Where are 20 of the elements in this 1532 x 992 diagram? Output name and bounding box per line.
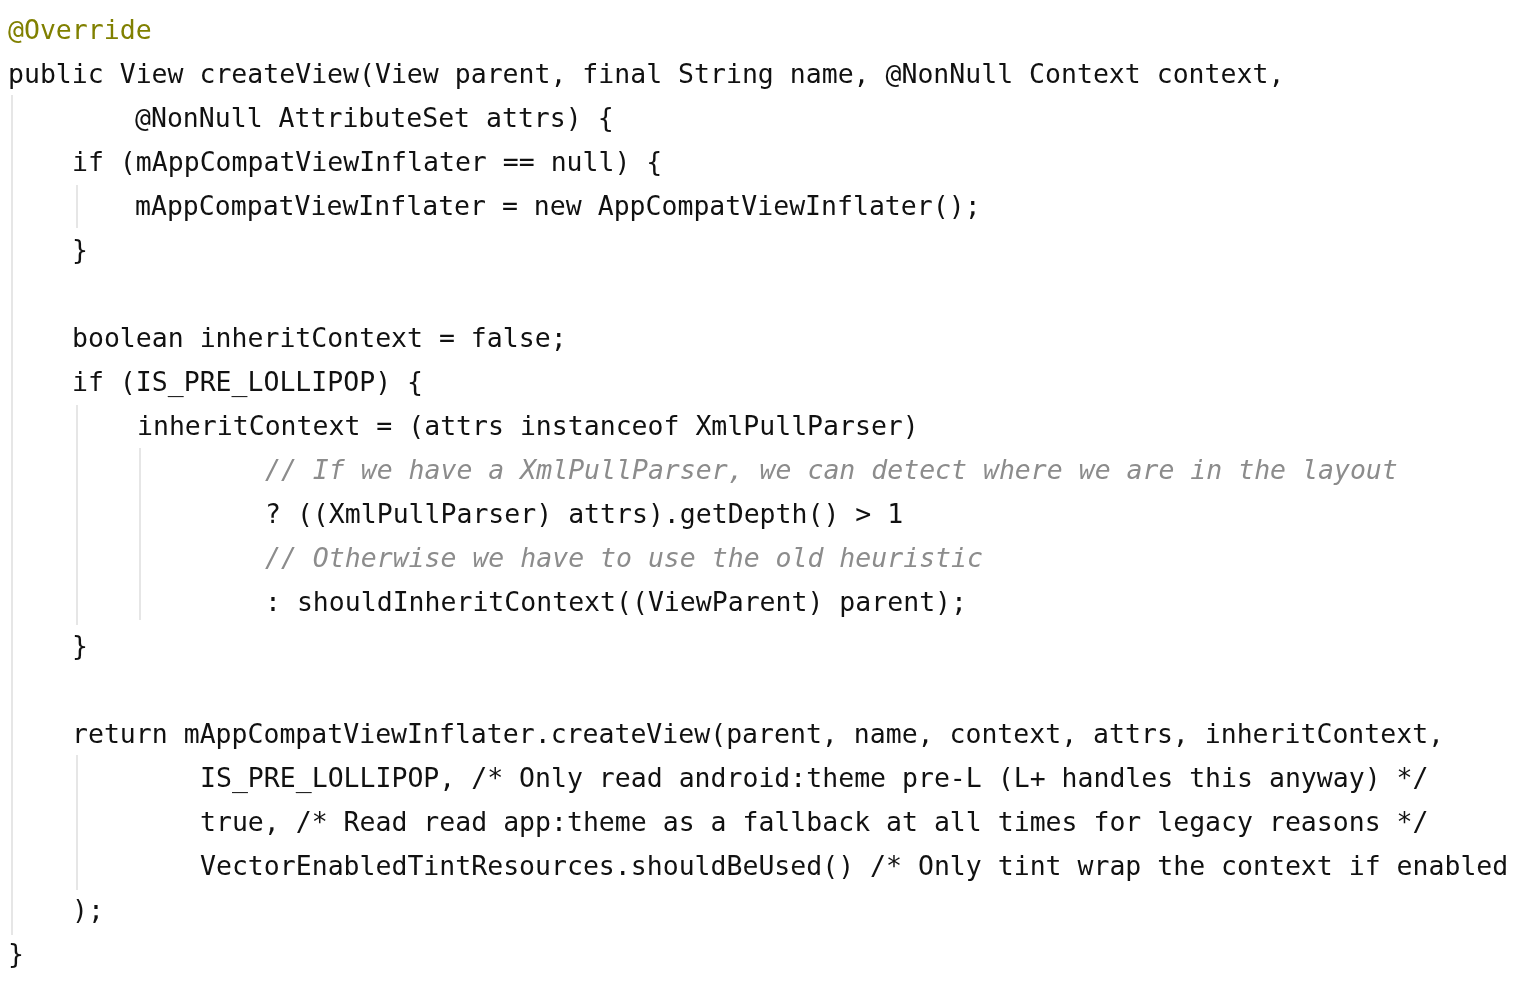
code-line: } (72, 233, 88, 267)
code-line: : shouldInheritContext((ViewParent) parent); (265, 585, 967, 619)
code-line: } (72, 629, 88, 663)
code-line: if (IS_PRE_LOLLIPOP) { (72, 365, 423, 399)
code-line: ? ((XmlPullParser) attrs).getDepth() > 1 (265, 497, 904, 531)
code-line: true, /* Read read app:theme as a fallback at all times for legacy reasons */ (200, 805, 1429, 839)
code-line: VectorEnabledTintResources.shouldBeUsed() /* Only tint wrap the context if enabled (200, 849, 1509, 883)
code-line: @NonNull AttributeSet attrs) { (135, 101, 614, 135)
code-line: IS_PRE_LOLLIPOP, /* Only read android:theme pre-L (L+ handles this anyway) */ (200, 761, 1429, 795)
code-comment: // Otherwise we have to use the old heuristic (265, 541, 983, 575)
code-line: public View createView(View parent, final String name, @NonNull Context context, (8, 57, 1285, 91)
code-line: ); (72, 893, 104, 927)
code-line: @Override (8, 13, 152, 47)
code-line: return mAppCompatViewInflater.createView(parent, name, context, attrs, inheritContext, (72, 717, 1445, 751)
code-comment: // If we have a XmlPullParser, we can detect where we are in the layout (265, 453, 1398, 487)
code-line: mAppCompatViewInflater = new AppCompatViewInflater(); (135, 189, 981, 223)
code-line: } (8, 937, 24, 971)
code-line: if (mAppCompatViewInflater == null) { (72, 145, 663, 179)
code-line: boolean inheritContext = false; (72, 321, 567, 355)
code-line: inheritContext = (attrs instanceof XmlPullParser) (137, 409, 919, 443)
